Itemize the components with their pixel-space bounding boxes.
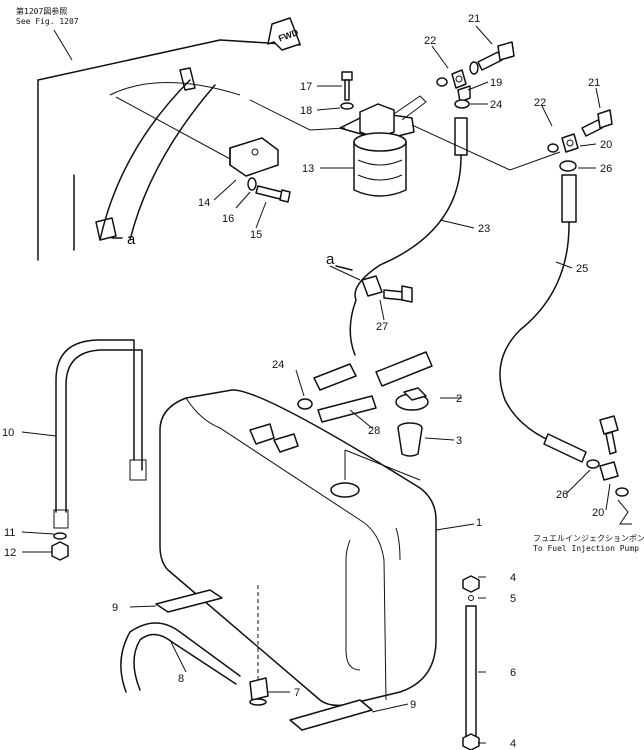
fuel-line-23 [354, 154, 462, 301]
bolt-21-right [581, 109, 613, 137]
eye-joint-22-upper [436, 69, 467, 89]
o-ring-5 [468, 595, 474, 601]
fuel-filter-13 [339, 95, 427, 197]
hose-end-25-upper [561, 174, 577, 223]
washer-18 [340, 102, 354, 110]
callout-9-bottom: 9 [410, 699, 416, 711]
eye-joint-20-lower [599, 461, 629, 497]
nut-4-lower [462, 733, 480, 750]
view-marker-a-mid: a [326, 251, 335, 268]
callout-26-upper: 26 [600, 163, 612, 175]
radiator-frame-outline [37, 39, 301, 261]
bolt-21-upper [469, 41, 515, 75]
callout-26-lower: 26 [556, 489, 568, 501]
view-arrow-mid [335, 265, 353, 271]
hose-28 [317, 351, 433, 423]
nut-12 [51, 541, 69, 561]
callout-6: 6 [510, 667, 516, 679]
pad-9-left [155, 589, 223, 613]
bolt-15 [255, 185, 291, 203]
drain-hose-8 [133, 633, 237, 691]
elbow-19 [457, 85, 471, 103]
callout-24-upper: 24 [490, 99, 502, 111]
callout-4-lower: 4 [510, 738, 516, 750]
filler-cap-2 [395, 387, 429, 411]
callout-5: 5 [510, 593, 516, 605]
reference-note-en: See Fig. 1207 [16, 17, 79, 26]
nut-26-lower [586, 459, 600, 469]
fuel-line-25 [499, 221, 570, 446]
filter-outlet-line [411, 124, 561, 171]
view-marker-a-left: a [127, 231, 136, 248]
callout-14: 14 [198, 197, 210, 209]
pump-arrow [617, 499, 632, 525]
fuel-line-23-lower [349, 299, 357, 356]
fuel-tank-1 [159, 389, 437, 707]
callout-17: 17 [300, 81, 312, 93]
bolt-17 [341, 71, 353, 101]
tank-strap-10 [53, 339, 147, 529]
hose-upper-short [313, 363, 357, 391]
callout-3: 3 [456, 435, 462, 447]
callout-24-lower: 24 [272, 359, 284, 371]
callout-4-upper: 4 [510, 572, 516, 584]
eye-joint-22-right [547, 133, 579, 153]
washer-16 [247, 177, 257, 191]
callout-15: 15 [250, 229, 262, 241]
destination-note-jp: フュエルインジェクションポンプへ [533, 534, 644, 543]
drain-valve-7 [249, 677, 269, 706]
callout-1: 1 [476, 517, 482, 529]
callout-23: 23 [478, 223, 490, 235]
callout-7: 7 [294, 687, 300, 699]
bracket-14 [229, 137, 279, 177]
reference-note-jp: 第1207図参照 [16, 6, 67, 16]
callout-2: 2 [456, 393, 462, 405]
nut-24-lower [297, 398, 313, 410]
drain-hose-8-outer [120, 622, 241, 693]
destination-note-en: To Fuel Injection Pump [533, 544, 639, 553]
level-gauge-6 [465, 605, 477, 739]
nut-26-upper [559, 160, 577, 172]
callout-12: 12 [4, 547, 16, 559]
callout-20-lower: 20 [592, 507, 604, 519]
callout-13: 13 [302, 163, 314, 175]
callout-19: 19 [490, 77, 502, 89]
nut-24-upper [454, 99, 470, 109]
clamp-27 [329, 265, 413, 303]
callout-10: 10 [2, 427, 14, 439]
strainer-3 [397, 422, 423, 457]
callout-28: 28 [368, 425, 380, 437]
callout-21-upper: 21 [468, 13, 480, 25]
washer-11 [53, 532, 67, 540]
callout-20-upper: 20 [600, 139, 612, 151]
bolt-lower-right [599, 415, 619, 455]
callout-18: 18 [300, 105, 312, 117]
fwd-marker: FWD [267, 17, 301, 51]
leader-lines [21, 25, 611, 744]
filter-mount-line [249, 99, 346, 131]
hose-end-25-lower [543, 433, 587, 463]
callout-25: 25 [576, 263, 588, 275]
callout-9-left: 9 [112, 602, 118, 614]
callout-22-upper: 22 [424, 35, 436, 47]
callout-16: 16 [222, 213, 234, 225]
callout-11: 11 [4, 527, 15, 539]
callout-21-right: 21 [588, 77, 600, 89]
callout-22-right: 22 [534, 97, 546, 109]
callout-27: 27 [376, 321, 388, 333]
nut-4-upper [462, 575, 480, 593]
callout-8: 8 [178, 673, 184, 685]
pad-9-bottom [289, 699, 373, 731]
